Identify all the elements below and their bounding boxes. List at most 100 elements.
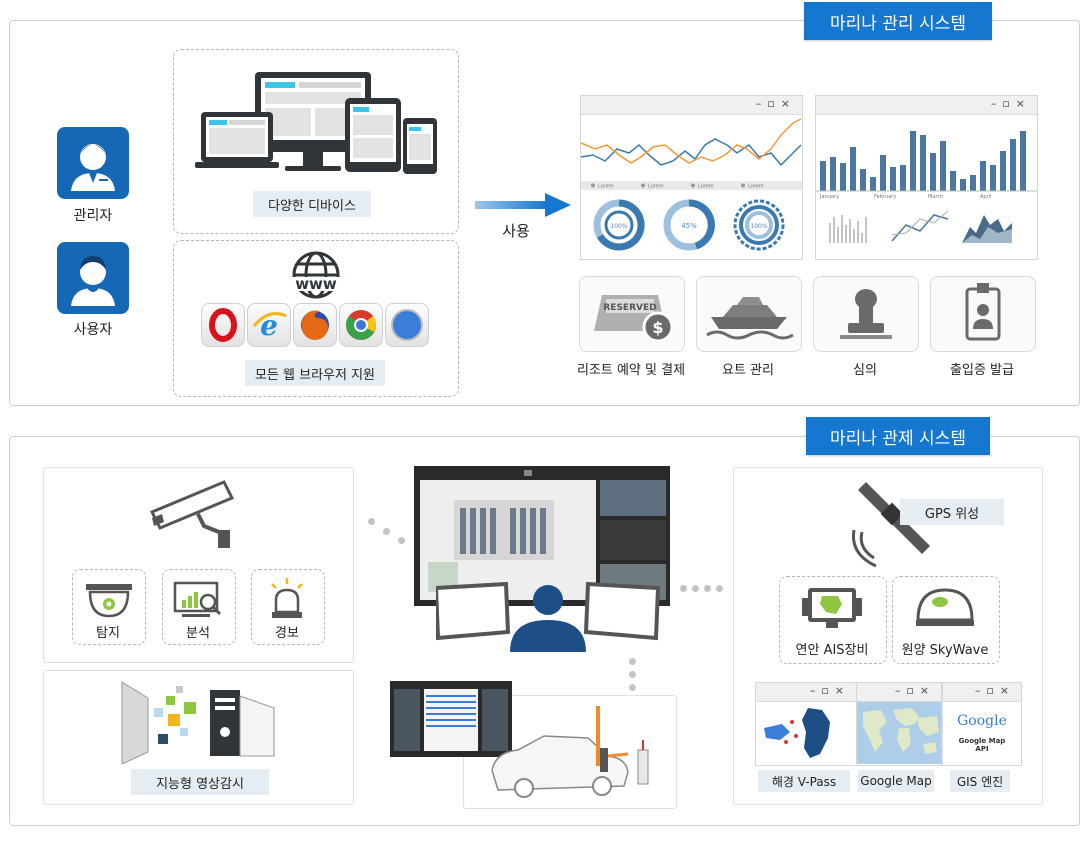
bar-mark — [950, 171, 956, 191]
www-globe-icon: www — [283, 250, 349, 300]
resort-reservation-label: 리조트 예약 및 결제 — [576, 363, 686, 378]
management-system-title: 마리나 관리 시스템 — [804, 2, 992, 40]
bar-mark — [980, 161, 986, 191]
legend-item: Lorem — [698, 184, 714, 190]
gis-engine-label: GIS 엔진 — [950, 770, 1010, 792]
pass-issuance-service[interactable] — [930, 276, 1036, 352]
bar-mark — [910, 131, 916, 191]
window-controls-icon: –▫× — [990, 97, 1031, 110]
donut-label: 45% — [681, 222, 697, 230]
review-service[interactable] — [813, 276, 919, 352]
car-barrier-illustration — [488, 700, 668, 804]
ais-device-label: 연안 AIS장비 — [795, 643, 869, 658]
connector-dot — [368, 518, 375, 525]
svg-text:$: $ — [652, 318, 663, 337]
connector-dot — [383, 528, 390, 535]
bar-mark — [900, 165, 906, 191]
control-monitor-illustration — [414, 466, 670, 652]
dome-camera-icon — [84, 580, 134, 620]
bar-mark — [840, 163, 846, 191]
alarm-light-icon — [266, 576, 308, 620]
bar-mark — [960, 179, 966, 191]
connector-dot — [629, 684, 636, 691]
bar-mark — [970, 175, 976, 191]
connector-dot — [629, 658, 636, 665]
analysis-monitor-icon — [172, 580, 224, 620]
month-label: February — [874, 194, 896, 200]
opera-icon — [201, 303, 245, 347]
gis-engine-window: –▫× Google Google Map API — [942, 682, 1022, 766]
connector-dot — [398, 537, 405, 544]
legend-item: Lorem — [748, 184, 764, 190]
line-chart-graphic: Lorem Lorem Lorem Lorem 100% 45% 100% — [580, 118, 802, 251]
yacht-management-service[interactable] — [696, 276, 802, 352]
user-icon — [57, 242, 129, 314]
bar-mark — [940, 141, 946, 191]
arrow-right-icon — [475, 192, 571, 218]
use-label: 사용 — [502, 222, 530, 240]
bar-mark — [870, 177, 876, 191]
video-analysis-illustration — [118, 678, 278, 765]
admin-label: 관리자 — [73, 208, 113, 224]
korea-map-graphic — [764, 708, 830, 758]
bar-mark — [820, 161, 826, 191]
safari-icon — [385, 303, 429, 347]
alarm-label: 경보 — [275, 626, 299, 641]
bar-mark — [880, 155, 886, 191]
bar-mark — [930, 153, 936, 191]
vpass-label: 해경 V-Pass — [758, 770, 850, 792]
review-label: 심의 — [853, 363, 877, 378]
world-map-graphic — [857, 702, 941, 764]
stamp-icon — [840, 289, 892, 339]
bar-mark — [920, 135, 926, 191]
month-label: April — [980, 194, 991, 200]
analyze-card — [162, 569, 236, 645]
ais-device-icon — [800, 584, 864, 632]
bar-chart-graphic: January February March April — [816, 131, 1037, 243]
reserved-text: RESERVED — [603, 303, 656, 313]
browsers-box — [173, 240, 459, 397]
bar-mark — [1010, 139, 1016, 191]
intelligent-video-label: 지능형 영상감시 — [131, 769, 269, 795]
devices-box — [173, 49, 459, 234]
window-controls-icon: –▫× — [755, 97, 796, 110]
donut-label: 100% — [610, 223, 627, 230]
window-controls-icon: –▫× — [974, 684, 1015, 697]
vpass-map-window: –▫× — [755, 682, 857, 766]
skywave-card — [892, 576, 1000, 664]
month-label: January — [819, 194, 839, 200]
devices-illustration — [195, 70, 440, 178]
window-controls-icon: –▫× — [894, 684, 935, 697]
donut-label: 100% — [750, 223, 767, 230]
resort-reservation-service[interactable]: RESERVED $ — [579, 276, 685, 352]
id-badge-icon — [965, 283, 1001, 341]
bar-mark — [860, 169, 866, 191]
connector-dot — [716, 585, 723, 592]
www-text: www — [295, 275, 337, 293]
bar-mark — [990, 165, 996, 191]
bar-mark — [830, 157, 836, 191]
bar-mark — [850, 147, 856, 191]
cctv-camera-icon — [148, 478, 238, 552]
satellite-icon — [848, 478, 938, 568]
google-logo: Google — [957, 713, 1007, 729]
pass-issuance-label: 출입증 발급 — [950, 363, 1014, 378]
operator-icon — [433, 578, 661, 652]
firefox-icon — [293, 303, 337, 347]
google-map-label: Google Map — [858, 770, 934, 792]
google-map-window: –▫× — [856, 682, 942, 766]
bar-mark — [890, 167, 896, 191]
google-map-api-label: Google Map API — [958, 737, 1006, 753]
internet-explorer-icon: e — [247, 303, 291, 347]
legend-item: Lorem — [648, 184, 664, 190]
connector-dot — [692, 585, 699, 592]
yacht-management-label: 요트 관리 — [722, 363, 774, 378]
connector-dot — [704, 585, 711, 592]
gate-control-screen — [390, 681, 512, 757]
browsers-label: 모든 웹 브라우저 지원 — [245, 360, 385, 386]
line-chart-window: –▫× Lorem Lorem Lorem Lorem 100% 45% 100… — [580, 95, 803, 260]
reserved-sign-icon: RESERVED $ — [594, 295, 674, 343]
legend-item: Lorem — [598, 184, 614, 190]
ais-device-card — [779, 576, 887, 664]
admin-icon — [57, 127, 129, 199]
